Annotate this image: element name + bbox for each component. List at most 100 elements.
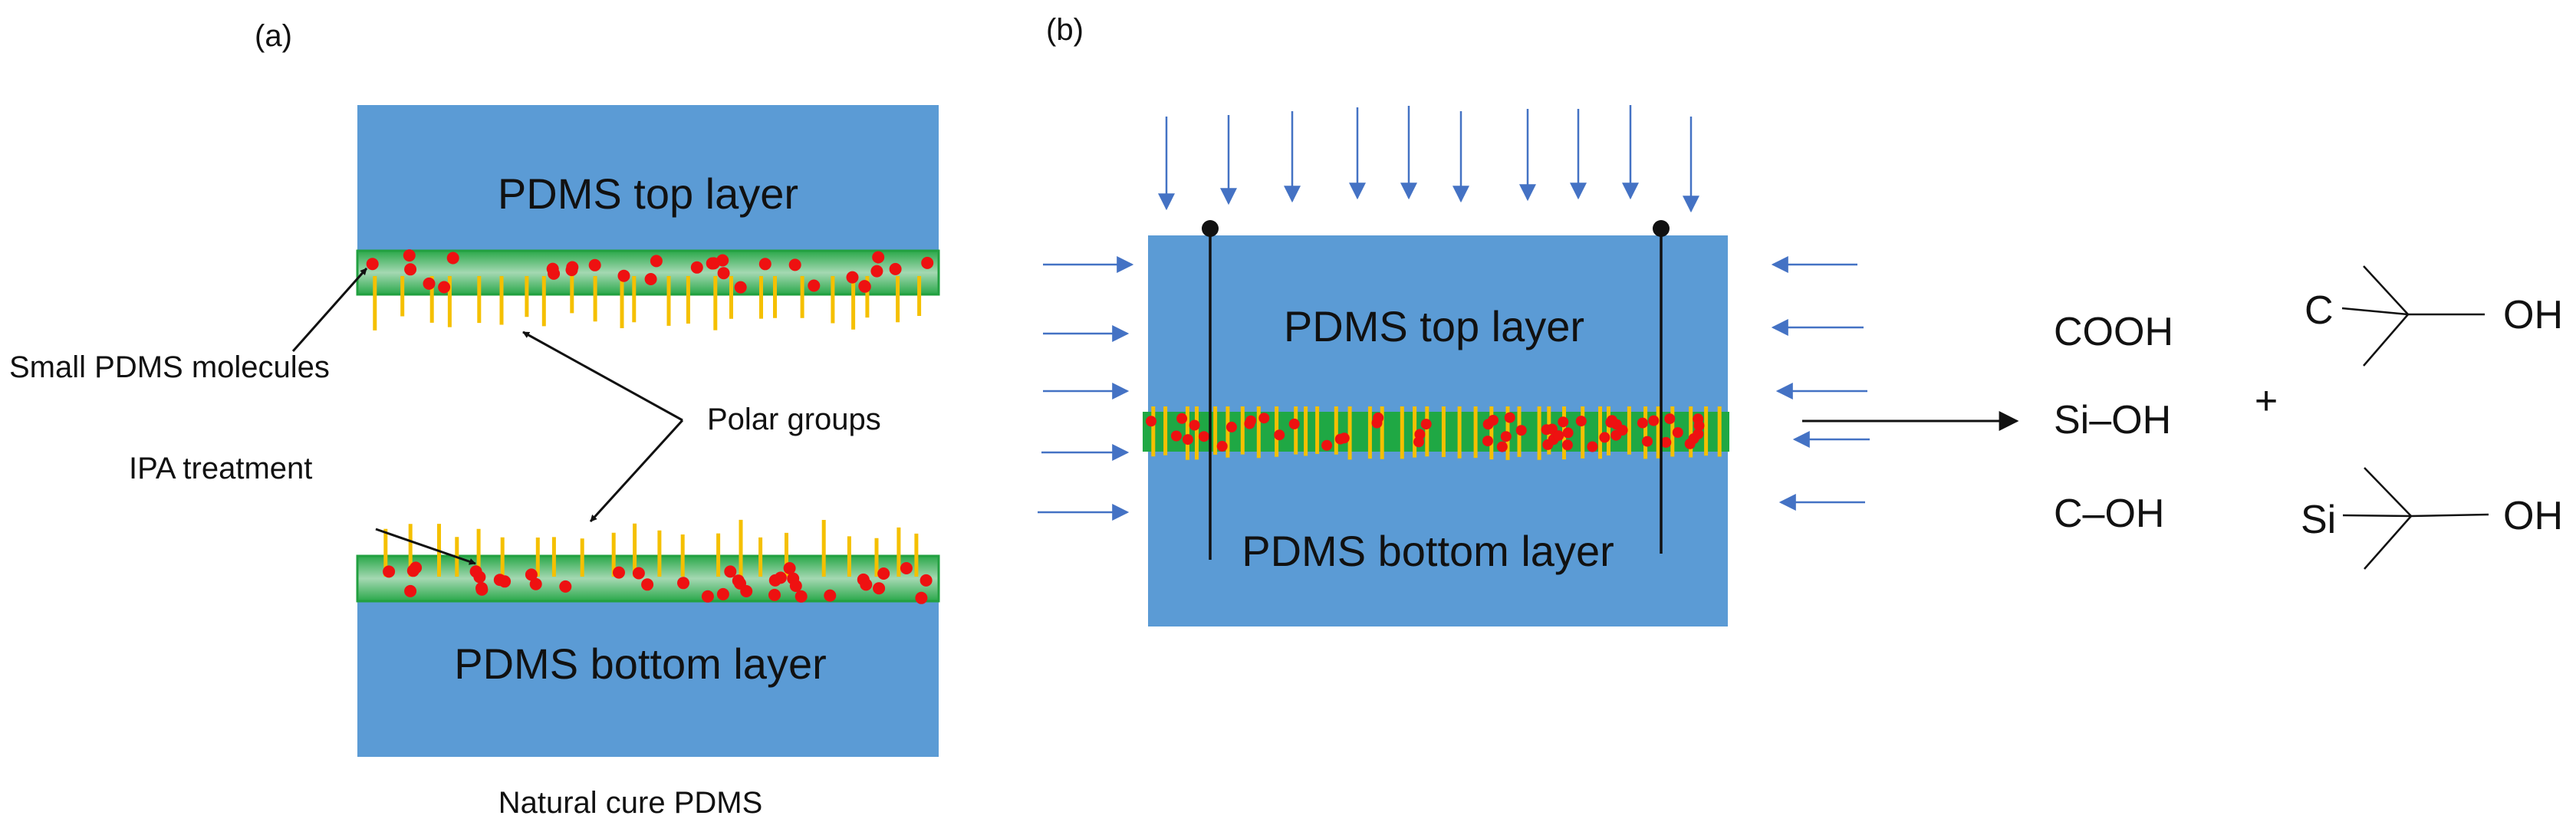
- molecule-dot: [900, 562, 913, 574]
- small-molecule-dots-bottom: [383, 561, 933, 604]
- molecule-dot: [824, 589, 837, 602]
- polar-group-sticks-top: [373, 276, 922, 330]
- molecule-dot: [403, 249, 416, 262]
- ipa-treatment-pointer-arrow: [375, 528, 476, 565]
- molecule-dot: [1189, 419, 1200, 431]
- chem-group-c-oh: C–OH: [2054, 492, 2164, 536]
- molecule-dot: [858, 280, 871, 293]
- molecule-dot: [1334, 433, 1346, 445]
- molecule-dot: [1170, 430, 1182, 442]
- molecule-dot: [1599, 432, 1610, 443]
- molecule-dot: [498, 575, 512, 588]
- molecule-dot: [920, 574, 933, 587]
- molecule-dot: [877, 567, 890, 580]
- molecule-dot: [632, 567, 645, 580]
- natural-cure-pdms-caption: Natural cure PDMS: [498, 786, 763, 820]
- structure-1-right-group: OH: [2503, 293, 2563, 337]
- panel-b: (b) PDMS top layer PDMS bottom layer: [1038, 13, 2019, 626]
- structure-1-left-atom: C: [2305, 288, 2334, 333]
- molecule-dot: [1373, 412, 1384, 423]
- molecule-dot: [873, 582, 886, 595]
- molecule-dot: [846, 271, 859, 284]
- molecule-dot: [795, 590, 808, 603]
- chem-group-si-oh: Si–OH: [2054, 398, 2171, 442]
- molecule-dot: [1637, 417, 1648, 429]
- structure-2-bond-left: [2342, 514, 2412, 518]
- molecule-dot: [1198, 431, 1209, 442]
- small-pdms-molecules-label: Small PDMS molecules: [9, 350, 330, 384]
- molecule-dot: [588, 258, 601, 271]
- molecule-dot: [1553, 430, 1564, 442]
- molecule-dot: [650, 255, 663, 268]
- molecule-dot: [1672, 427, 1683, 438]
- molecule-dot: [529, 577, 542, 590]
- electrode-contact-right: [1653, 220, 1670, 237]
- molecule-dot: [724, 565, 737, 578]
- molecule-dot: [1245, 415, 1256, 426]
- molecule-dot: [701, 590, 714, 603]
- molecule-dot: [758, 258, 771, 271]
- molecule-dot: [1660, 436, 1672, 448]
- molecule-dot: [677, 577, 689, 590]
- pdms-bottom-layer-label: PDMS bottom layer: [454, 640, 827, 688]
- molecule-dot: [808, 279, 821, 292]
- structure-1-bond-down: [2363, 314, 2409, 367]
- molecule-dot: [1684, 438, 1696, 449]
- molecule-dot: [1587, 441, 1598, 452]
- molecule-dot: [1413, 436, 1424, 448]
- small-molecules-pointer-arrow: [291, 268, 368, 352]
- molecule-dot: [404, 584, 417, 597]
- molecule-dot: [366, 258, 379, 271]
- molecule-dot: [740, 585, 753, 597]
- molecule-dot: [1288, 418, 1300, 429]
- molecule-dot: [889, 262, 902, 275]
- molecule-dot: [1561, 439, 1573, 451]
- panel-a-label: (a): [255, 19, 292, 53]
- molecule-dot: [438, 281, 451, 294]
- molecule-dot: [641, 578, 654, 591]
- molecule-dot: [768, 574, 781, 587]
- molecule-dot: [870, 265, 883, 278]
- molecule-dot: [690, 261, 703, 274]
- plus-sign: +: [2255, 379, 2278, 423]
- molecule-dot: [789, 580, 802, 592]
- molecule-dot: [1664, 413, 1676, 425]
- molecule-dot: [617, 269, 630, 282]
- molecule-dot: [717, 267, 730, 280]
- molecule-dot: [915, 591, 928, 604]
- polar-group-sticks-bottom: [383, 519, 919, 577]
- molecule-dot: [1321, 439, 1333, 451]
- molecule-dot: [707, 257, 720, 270]
- structure-2-bond-down: [2364, 515, 2412, 570]
- pdms-bottom-layer-label-b: PDMS bottom layer: [1242, 527, 1614, 575]
- molecule-dot: [546, 262, 559, 275]
- molecule-dot: [1225, 421, 1237, 432]
- molecule-dot: [1274, 429, 1285, 441]
- pdms-top-layer-block: [357, 105, 939, 251]
- molecule-dot: [1500, 431, 1512, 442]
- structure-1-bond-up: [2363, 265, 2409, 315]
- panel-b-label: (b): [1046, 13, 1084, 47]
- molecule-dot: [1575, 416, 1587, 427]
- molecule-dot: [423, 277, 436, 290]
- molecule-dot: [1648, 415, 1660, 426]
- molecule-dot: [860, 578, 873, 591]
- molecule-dot: [1562, 427, 1574, 439]
- molecule-dot: [788, 258, 801, 271]
- bonded-interface-layer: [1143, 412, 1729, 452]
- molecule-dot: [1182, 434, 1193, 446]
- pdms-top-layer-label-b: PDMS top layer: [1284, 302, 1584, 350]
- chemistry-groups: COOH Si–OH C–OH + C OH Si OH: [2054, 265, 2563, 570]
- structure-2-bond-right: [2410, 513, 2489, 518]
- molecule-dot: [613, 566, 625, 579]
- panel-a: (a) PDMS top layer PDMS bottom layer Sma…: [9, 19, 940, 820]
- molecule-dot: [1558, 416, 1569, 428]
- molecule-dot: [1504, 412, 1515, 423]
- molecule-dot: [872, 251, 885, 264]
- small-molecule-dots-top: [366, 249, 934, 294]
- molecule-dot: [1546, 423, 1558, 435]
- molecule-dot: [1642, 436, 1653, 447]
- molecule-dot: [1496, 441, 1508, 452]
- molecule-dot: [475, 582, 488, 594]
